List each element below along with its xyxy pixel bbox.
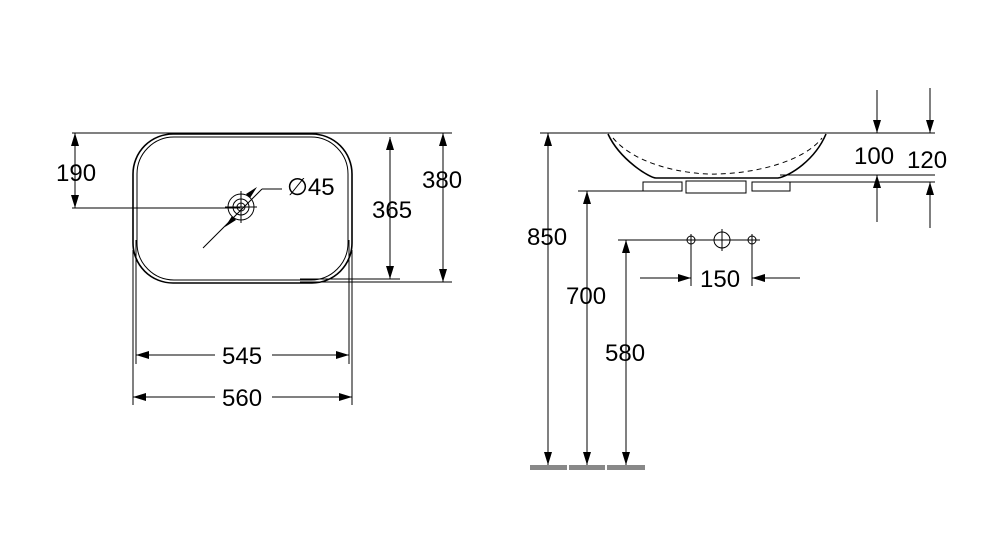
dim-700: 700 [566, 283, 606, 310]
drain-icon [202, 187, 282, 249]
dim-120: 120 [907, 147, 947, 174]
dim-365: 365 [372, 197, 412, 224]
top-view: 190 365 380 ∅45 545 56 [56, 132, 462, 412]
dim-380: 380 [422, 167, 462, 194]
dim-150: 150 [700, 266, 740, 293]
dim-drain-diameter: ∅45 [287, 174, 335, 201]
dim-545: 545 [222, 343, 262, 370]
side-view: 100 120 850 700 580 150 [527, 88, 947, 470]
dim-580: 580 [605, 340, 645, 367]
dim-100: 100 [854, 143, 894, 170]
dim-850: 850 [527, 224, 567, 251]
floor [530, 465, 645, 470]
basin-profile [607, 133, 827, 179]
dim-560: 560 [222, 385, 262, 412]
dim-190: 190 [56, 160, 96, 187]
